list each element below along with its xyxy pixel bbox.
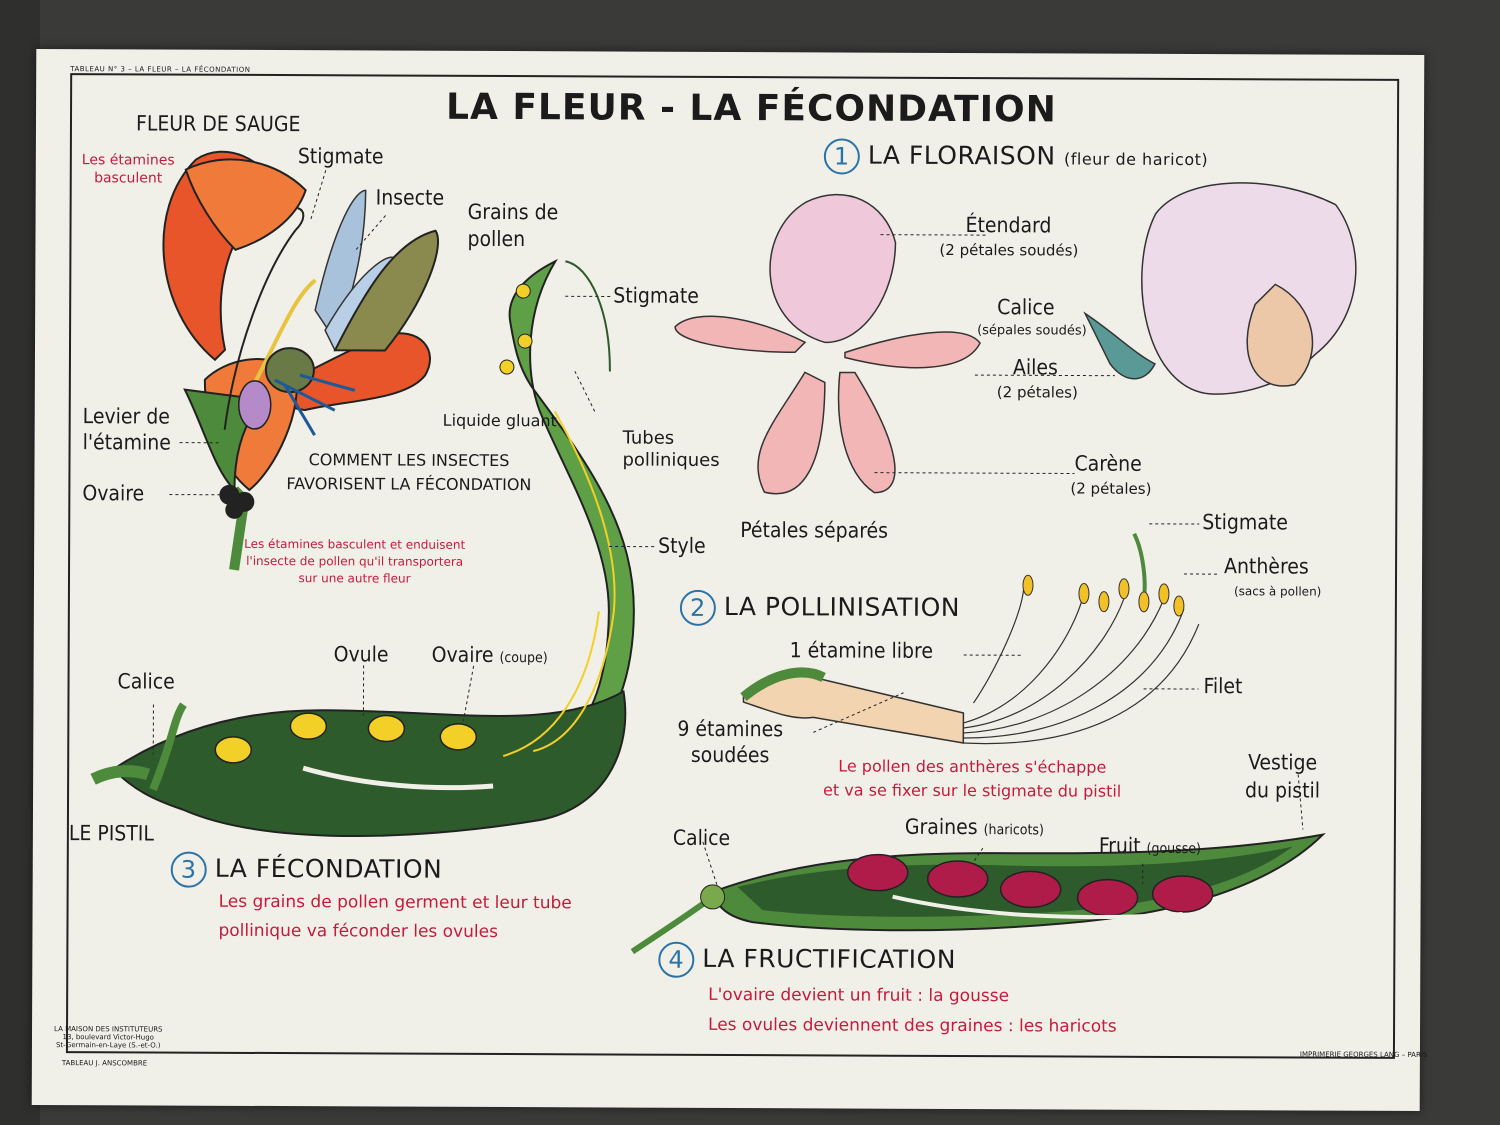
graines-label: Graines (haricots) — [905, 815, 1044, 840]
sage-stigmate-label: Stigmate — [297, 144, 384, 169]
insect-illustration — [238, 189, 440, 436]
stamens-illustration — [740, 532, 1200, 745]
publisher-footer: LA MAISON DES INSTITUTEURS 13, boulevard… — [54, 1025, 163, 1049]
tubes-line2: polliniques — [622, 449, 720, 471]
sage-caption-line1: Les étamines basculent et enduisent — [244, 536, 466, 552]
soudees-label: 9 étamines soudées — [677, 716, 783, 768]
fructification-caption-line1: L'ovaire devient un fruit : la gousse — [708, 984, 1010, 1007]
printer-footer: IMPRIMERIE GEORGES LANG – PARIS — [1299, 1050, 1428, 1060]
carene-label: Carène — [1074, 451, 1142, 476]
fecondation-caption-line1: Les grains de pollen germent et leur tub… — [218, 891, 572, 914]
publisher-line3: St-Germain-en-Laye (S.-et-O.) — [55, 1041, 161, 1050]
ailes-label: Ailes — [1012, 355, 1058, 380]
sage-caption-line2: l'insecte de pollen qu'il transportera — [246, 553, 464, 569]
floraison-subtitle: (fleur de haricot) — [1063, 149, 1209, 170]
floraison-number: 1 — [823, 138, 860, 175]
etendard-label: Étendard — [965, 213, 1052, 238]
grains-line1: Grains de — [467, 199, 559, 225]
fructification-number: 4 — [658, 941, 695, 978]
le-pistil-label: LE PISTIL — [68, 821, 154, 846]
grains-label: Grains de pollen — [467, 199, 558, 253]
ailes-note: (2 pétales) — [996, 383, 1078, 402]
fecondation-caption-line2: pollinique va féconder les ovules — [218, 920, 499, 942]
bean-calice-note: (sépales soudés) — [977, 323, 1087, 339]
sage-note-line1: Les étamines — [81, 152, 175, 169]
carene-note: (2 pétales) — [1070, 479, 1152, 498]
liquide-label: Liquide gluant — [442, 410, 557, 431]
sage-note-line2: basculent — [94, 170, 163, 187]
levier-line1: Levier de — [82, 404, 170, 429]
fruit-note: (gousse) — [1146, 840, 1202, 858]
tubes-line1: Tubes — [622, 427, 675, 449]
pollinisation-stigmate-label: Stigmate — [1202, 510, 1288, 535]
soudees-line2: soudées — [690, 742, 770, 768]
pistil-illustration — [90, 258, 635, 838]
etendard-note: (2 pétales soudés) — [939, 240, 1079, 260]
vestige-label: Vestige du pistil — [1245, 748, 1320, 804]
vestige-line1: Vestige — [1248, 750, 1318, 775]
pollinisation-caption: Le pollen des anthères s'échappe et va s… — [823, 754, 1121, 803]
fruit-text: Fruit — [1098, 833, 1141, 858]
pistil-ovaire-label: Ovaire (coupe) — [432, 643, 548, 668]
poster: TABLEAU N° 3 – LA FLEUR – LA FÉCONDATION — [31, 48, 1428, 1112]
levier-label: Levier de l'étamine — [83, 403, 172, 455]
comment-line2: FAVORISENT LA FÉCONDATION — [286, 474, 532, 495]
graines-text: Graines — [904, 814, 978, 840]
sage-ovaire-label: Ovaire — [82, 481, 145, 506]
bean-flower-illustration — [674, 182, 1357, 495]
fructification-caption-line2: Les ovules deviennent des graines : les … — [708, 1014, 1117, 1037]
pistil-ovaire-note: (coupe) — [499, 650, 548, 667]
fecondation-title: LA FÉCONDATION — [214, 853, 443, 884]
style-label: Style — [658, 533, 706, 558]
antheres-label: Anthères — [1224, 554, 1309, 579]
grains-line2: pollen — [467, 226, 526, 252]
pistil-ovaire-text: Ovaire — [431, 642, 494, 667]
pistil-stigmate-label: Stigmate — [613, 283, 699, 308]
ovule-label: Ovule — [333, 642, 389, 667]
fruit-label: Fruit (gousse) — [1099, 834, 1201, 858]
filet-label: Filet — [1203, 674, 1243, 699]
bean-calice-label: Calice — [997, 295, 1055, 320]
sage-caption: Les étamines basculent et enduisent l'in… — [244, 536, 465, 588]
pollinisation-number: 2 — [679, 589, 716, 626]
fecondation-number: 3 — [170, 851, 207, 888]
pollinisation-caption-line2: et va se fixer sur le stigmate du pistil — [823, 780, 1122, 801]
author-footer: TABLEAU J. ANSCOMBRE — [61, 1059, 148, 1068]
antheres-note: (sacs à pollen) — [1233, 584, 1322, 599]
fructification-title: LA FRUCTIFICATION — [702, 943, 957, 974]
etamine-libre-label: 1 étamine libre — [789, 638, 934, 663]
pollinisation-caption-line1: Le pollen des anthères s'échappe — [838, 756, 1107, 777]
graines-note: (haricots) — [983, 822, 1044, 839]
pod-calice-label: Calice — [672, 825, 731, 851]
fecondation-caption: Les grains de pollen germent et leur tub… — [218, 888, 571, 948]
comment-line1: COMMENT LES INSECTES — [308, 450, 510, 471]
leader-lines — [152, 170, 1304, 888]
page-title: LA FLEUR - LA FÉCONDATION — [445, 86, 1057, 131]
comment-caption: COMMENT LES INSECTES FAVORISENT LA FÉCON… — [286, 448, 531, 497]
levier-line2: l'étamine — [82, 430, 171, 455]
insect-label: Insecte — [375, 185, 445, 210]
pistil-calice-label: Calice — [117, 669, 175, 694]
vestige-line2: du pistil — [1245, 778, 1321, 803]
soudees-line1: 9 étamines — [677, 716, 784, 742]
floraison-title: LA FLORAISON — [867, 140, 1056, 171]
tubes-label: Tubes polliniques — [622, 428, 719, 472]
sage-title: FLEUR DE SAUGE — [135, 111, 301, 137]
fructification-caption: L'ovaire devient un fruit : la gousse Le… — [708, 980, 1117, 1042]
pod-illustration — [630, 833, 1326, 955]
illustration-layer — [90, 150, 1357, 955]
sage-caption-line3: sur une autre fleur — [298, 571, 411, 586]
pollinisation-title: LA POLLINISATION — [723, 591, 961, 623]
petales-label: Pétales séparés — [740, 518, 889, 543]
sage-note: Les étamines basculent — [82, 151, 175, 187]
